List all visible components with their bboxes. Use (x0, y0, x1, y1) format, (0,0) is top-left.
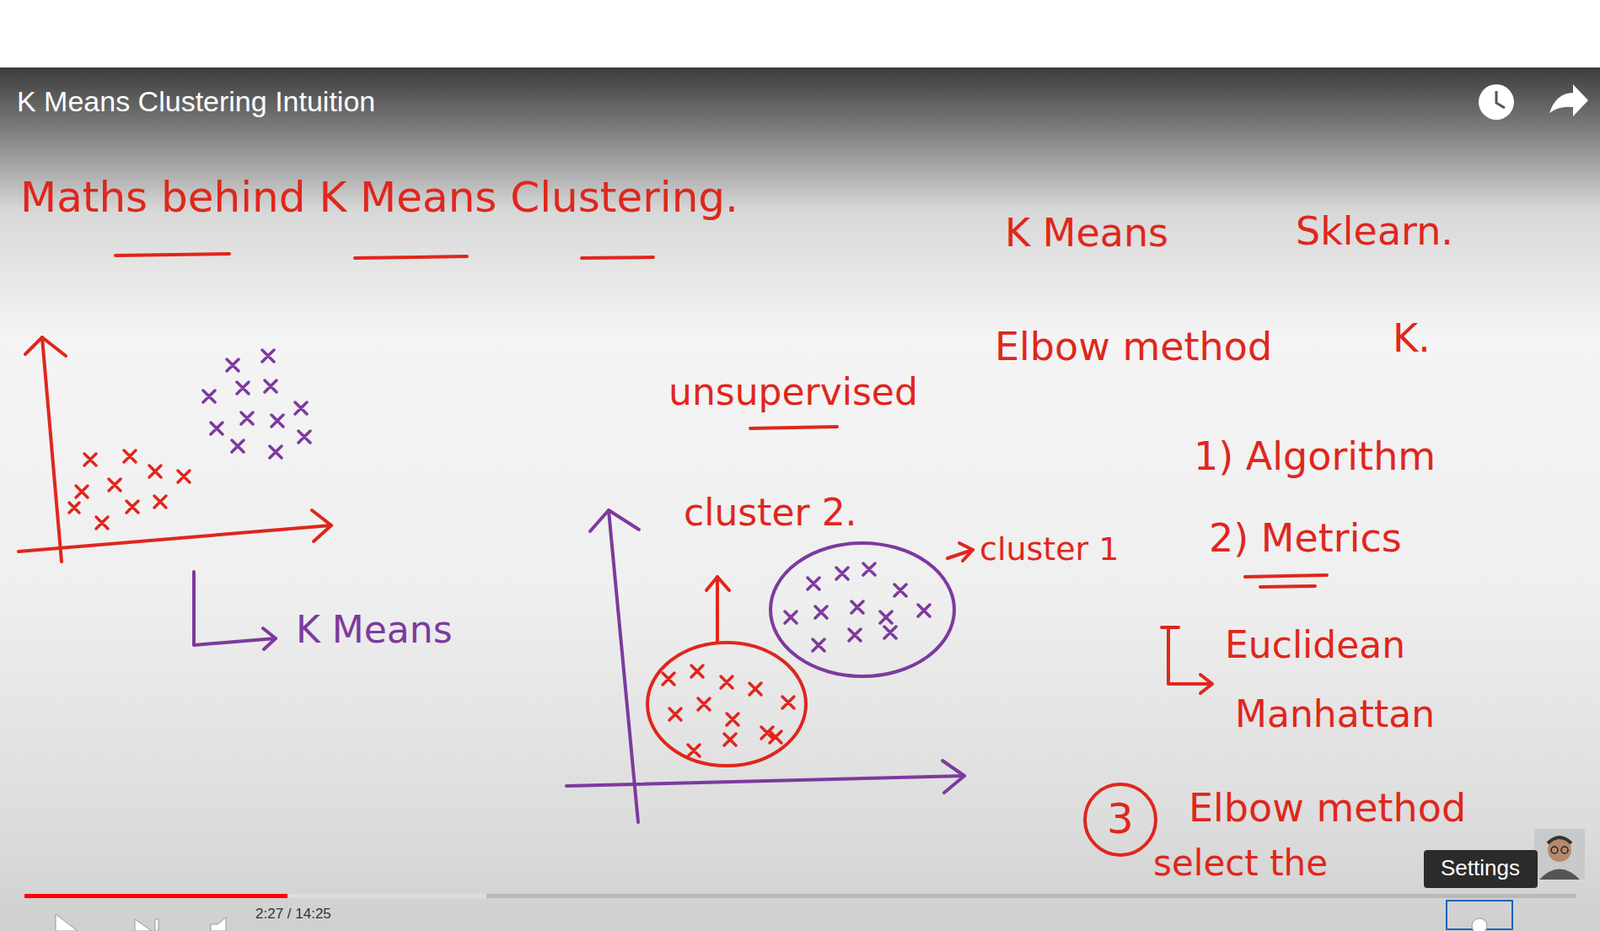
leader-arrow (706, 542, 973, 641)
node-label: Settings (1440, 855, 1520, 881)
node-text: Settings (1440, 855, 1520, 881)
list-item: 2) Metrics (1208, 515, 1402, 561)
list-item: Euclidean (1224, 623, 1406, 667)
note: select the (1153, 842, 1328, 884)
volume-icon (210, 917, 226, 931)
next-icon (134, 918, 159, 931)
outline (1423, 849, 1538, 888)
kmeans-arrow (193, 571, 276, 650)
tooltip: Settings (1423, 849, 1538, 888)
heading: Maths behind K Means Clustering. (20, 173, 739, 223)
underline (750, 426, 838, 429)
list-item: Elbow method (1188, 785, 1466, 831)
play-icon (55, 913, 78, 931)
cluster-outline (647, 642, 806, 766)
note: K. (1392, 316, 1431, 361)
data-points (203, 349, 311, 458)
cluster-axes (566, 510, 965, 822)
share-icon (1549, 84, 1589, 117)
underline (1245, 574, 1327, 587)
node-text: 3 (1106, 794, 1134, 844)
settings-icon (1471, 918, 1488, 931)
note: Sklearn. (1295, 209, 1454, 254)
node-label: 3 (1106, 794, 1134, 844)
presenter-avatar (1534, 828, 1585, 880)
data-points (784, 563, 930, 651)
watch-later-icon (1478, 84, 1515, 120)
list-item: Manhattan (1234, 692, 1435, 736)
note: Elbow method (994, 324, 1273, 370)
data-points (662, 665, 795, 757)
progress-played (24, 893, 288, 898)
progress-track (24, 893, 1577, 898)
heading-underlines (115, 253, 654, 258)
bracket-arrow (1161, 627, 1213, 693)
list-item: 1) Algorithm (1193, 434, 1436, 479)
cluster-label: cluster 2. (683, 491, 858, 535)
note: K Means (1004, 210, 1169, 256)
cluster-outline (770, 542, 955, 677)
data-points (69, 450, 190, 529)
video-title: K Means Clustering Intuition (16, 85, 376, 119)
note: K Means (295, 608, 453, 652)
cluster-label: cluster 1 (979, 531, 1120, 569)
callout-number: 3 (1082, 781, 1159, 858)
progress-buffer (24, 893, 487, 898)
note: unsupervised (668, 370, 919, 414)
time-display: 2:27 / 14:25 (255, 905, 332, 923)
scatter-axes (18, 337, 332, 562)
outline (1084, 783, 1156, 855)
